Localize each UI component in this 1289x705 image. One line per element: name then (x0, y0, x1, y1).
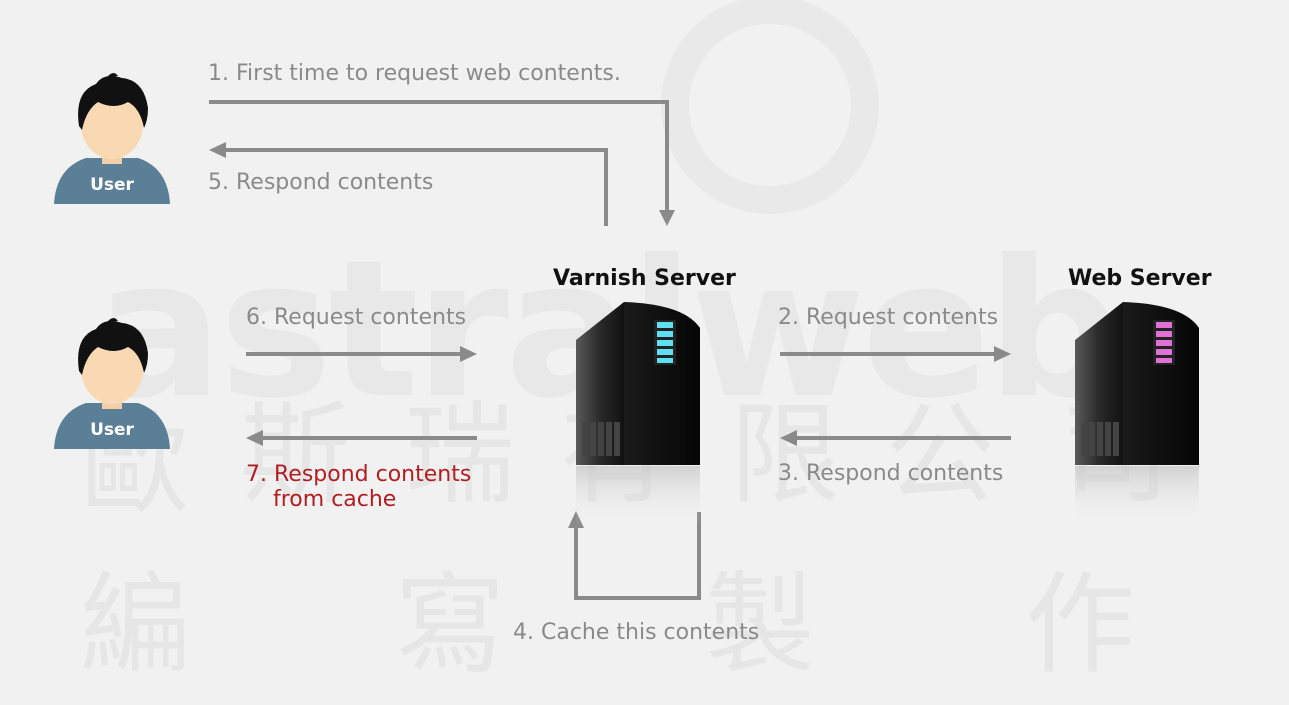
watermark-cjk-6: 公 (885, 391, 995, 519)
arrow-step4 (574, 512, 701, 600)
step6-label: 6. Request contents (246, 305, 467, 330)
varnish-server-title: Varnish Server (553, 266, 736, 291)
step7-label-line1: 7. Respond contents (246, 462, 472, 487)
web-server-icon (1075, 302, 1199, 526)
watermark-cjk-3: 瑞 (405, 391, 515, 519)
watermark-cjk-9: 寫 (395, 561, 505, 689)
web-server-title: Web Server (1068, 266, 1212, 291)
arrowhead-step6 (460, 346, 477, 362)
arrow-step1 (209, 100, 669, 212)
step7-label-line2: from cache (273, 487, 397, 512)
watermark-cjk-8: 編 (80, 561, 190, 689)
watermark-cjk-5: 限 (730, 391, 840, 519)
step2-label: 2. Request contents (778, 305, 999, 330)
step4-label: 4. Cache this contents (513, 620, 760, 645)
user-top-label: User (90, 175, 134, 195)
varnish-server-icon (576, 302, 700, 526)
arrow-step5 (225, 148, 608, 226)
step5-label: 5. Respond contents (208, 170, 434, 195)
watermark-cjk-10: 製 (705, 561, 815, 689)
step3-label: 3. Respond contents (778, 461, 1004, 486)
arrowhead-step5 (209, 142, 226, 158)
user-bottom-icon: User (54, 318, 170, 449)
arrowhead-step2 (994, 346, 1011, 362)
arrowhead-step3 (780, 430, 797, 446)
watermark-cjk-2: 斯 (240, 391, 350, 519)
arrowhead-step7 (246, 430, 263, 446)
user-bottom-label: User (90, 420, 134, 440)
watermark-cjk-11: 作 (1025, 561, 1135, 689)
step1-label: 1. First time to request web contents. (208, 61, 621, 86)
user-top-icon: User (54, 73, 170, 204)
arrowhead-step1 (659, 210, 675, 226)
